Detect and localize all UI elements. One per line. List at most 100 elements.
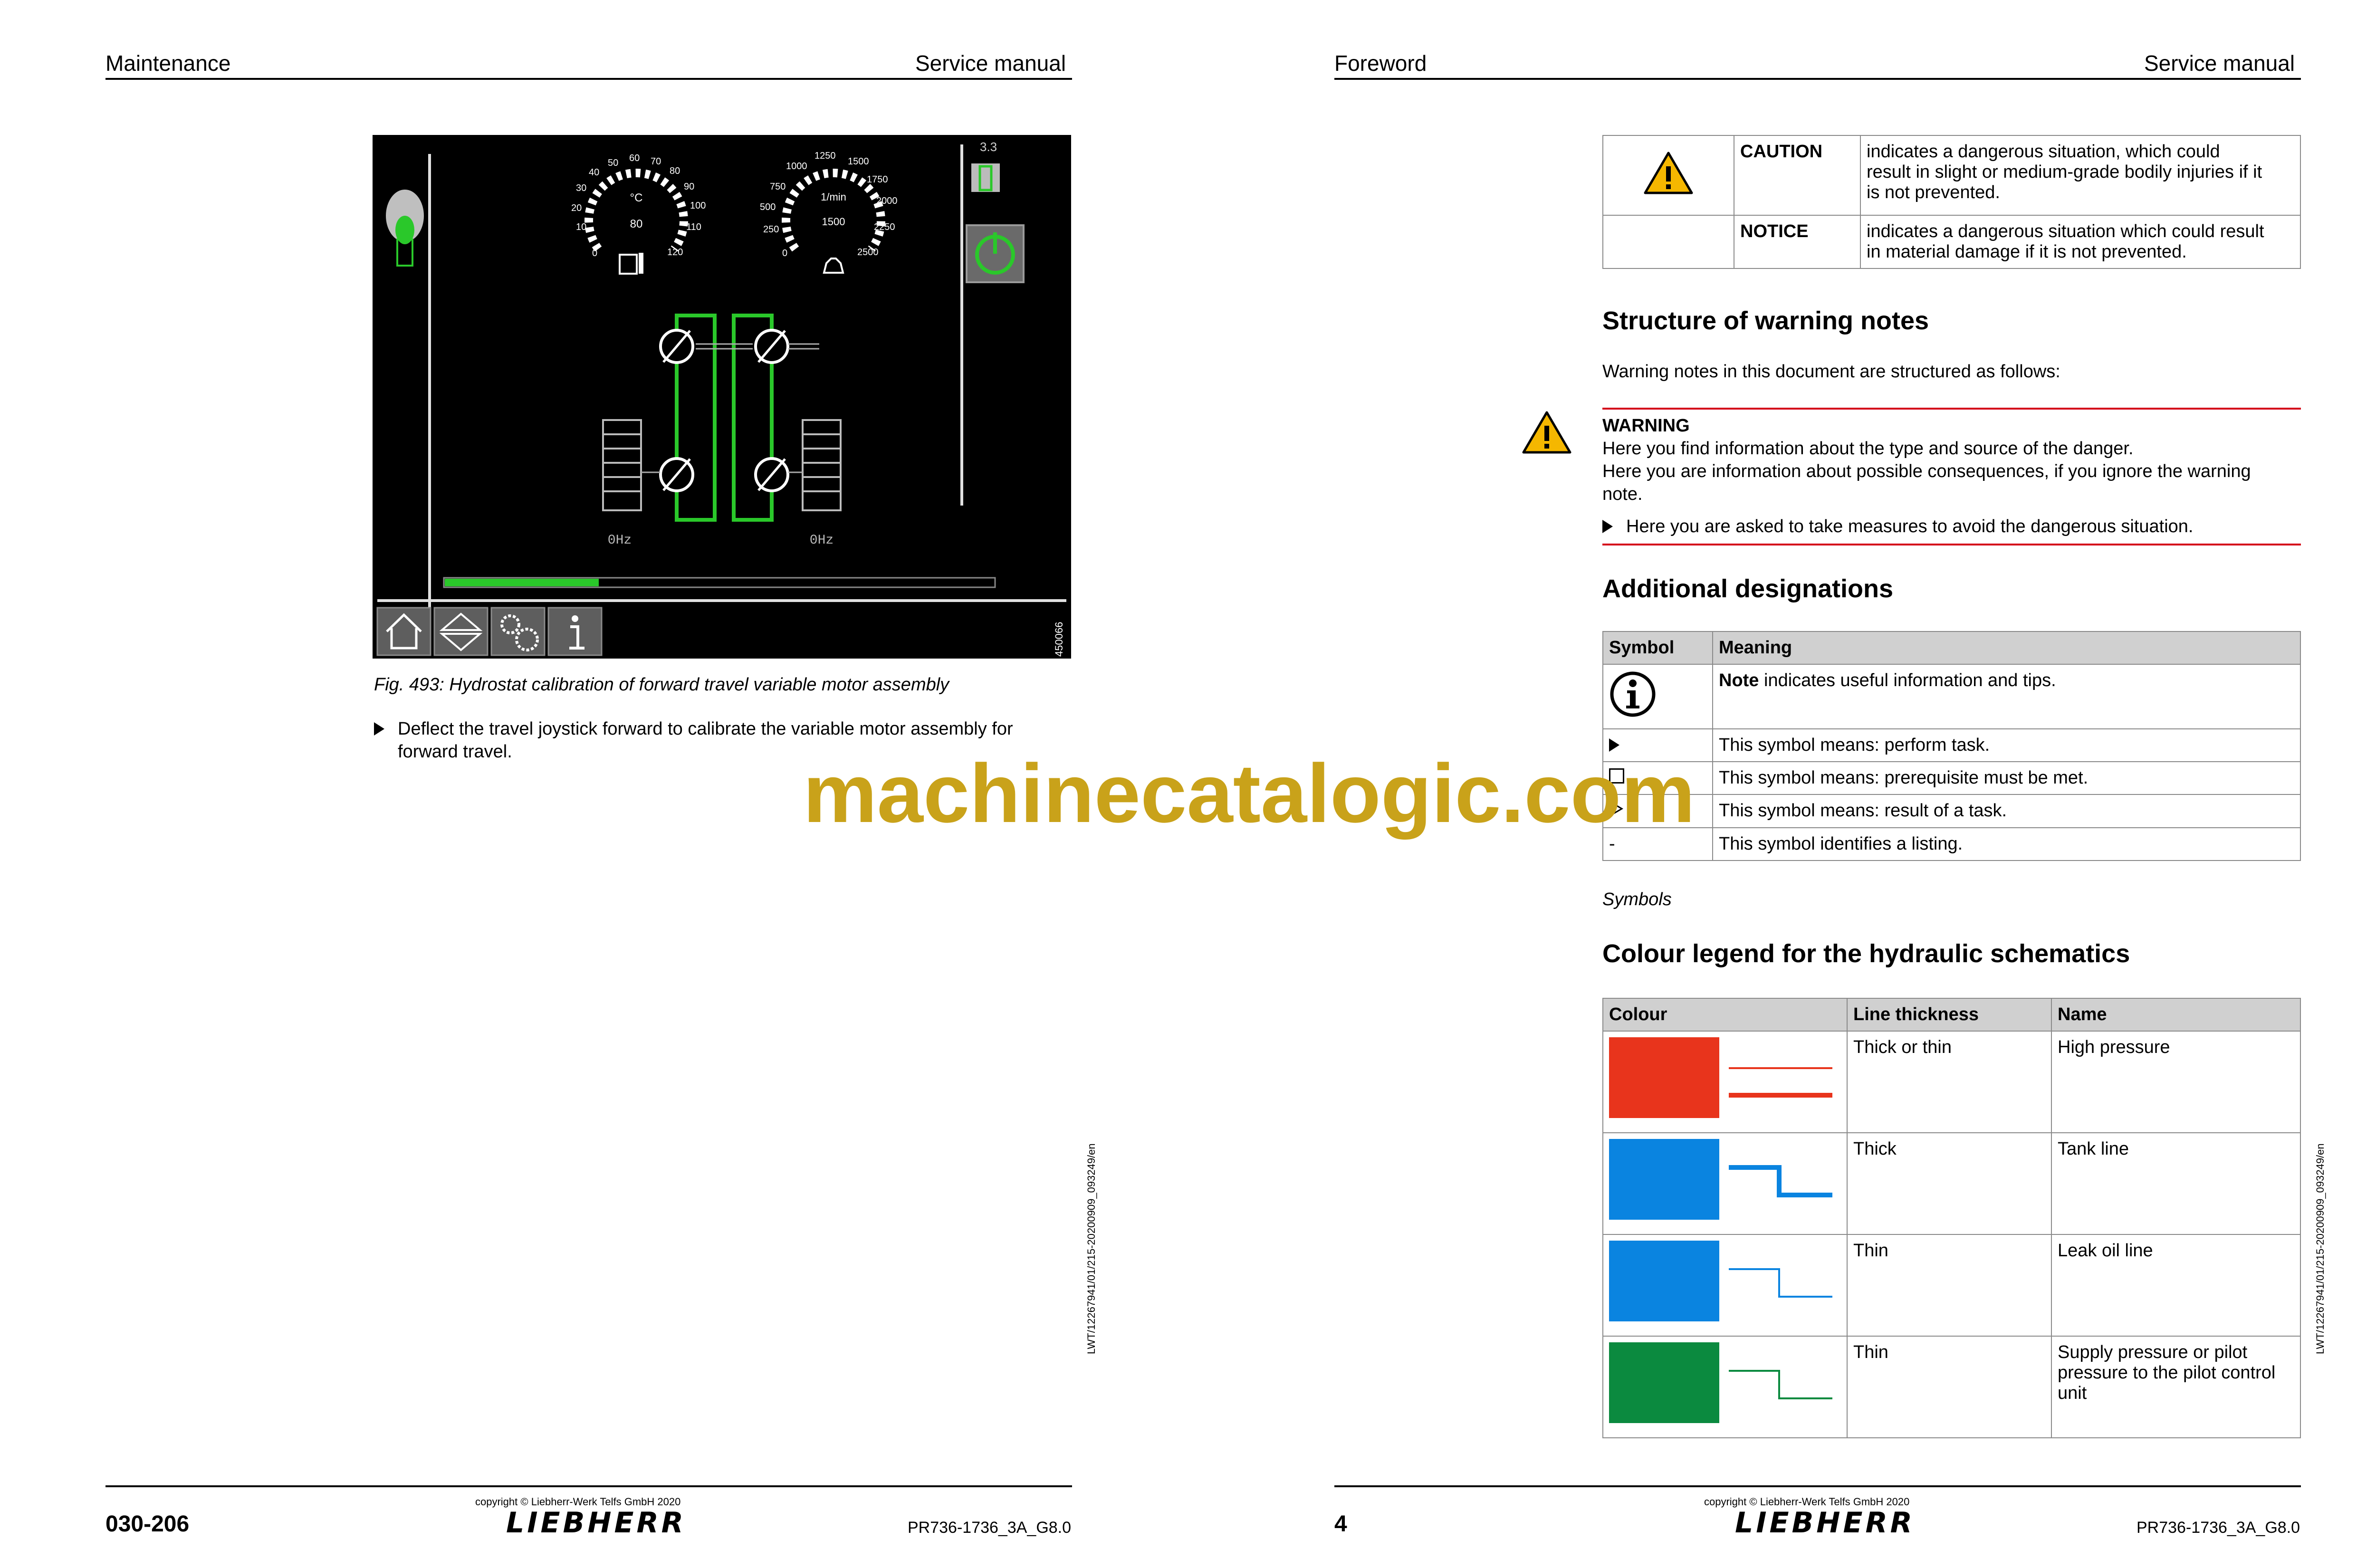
temp-tick-label: 20 xyxy=(571,203,582,213)
left-header-rule xyxy=(105,78,1072,80)
temperature-gauge: °C 80 0 10 20 30 40 50 60 70 80 90 100 1… xyxy=(571,153,706,275)
notice-meaning: indicates a dangerous situation which co… xyxy=(1860,215,2301,269)
left-doc-id: PR736-1736_3A_G8.0 xyxy=(908,1519,1072,1537)
left-track-icon xyxy=(602,419,660,511)
colour-cell xyxy=(1602,1336,1848,1438)
table-row: Thick or thin High pressure xyxy=(1602,1031,2301,1133)
perform-task-icon xyxy=(1609,738,1619,752)
temp-tick-label: 100 xyxy=(690,201,706,211)
symbol-cell xyxy=(1602,761,1713,795)
table-row: Note indicates useful information and ti… xyxy=(1602,664,2301,729)
power-button[interactable] xyxy=(966,224,1025,283)
rpm-tick-label: 1000 xyxy=(786,161,807,172)
warning-action: Here you are asked to take measures to a… xyxy=(1602,515,2251,538)
meaning-cell: Note indicates useful information and ti… xyxy=(1712,664,2301,729)
temp-tick-label: 70 xyxy=(651,156,661,167)
right-doc-id: PR736-1736_3A_G8.0 xyxy=(2136,1519,2300,1537)
name-line: Supply pressure or pilot xyxy=(2058,1342,2248,1362)
colour-cell xyxy=(1602,1031,1848,1133)
warning-title: WARNING xyxy=(1602,416,1690,436)
left-side-doc-id: LWT/12267941/01/215-20200909_093249/en xyxy=(1085,1143,1097,1354)
perform-task-bullet-icon xyxy=(1602,520,1613,533)
settings-button[interactable] xyxy=(490,607,546,656)
caution-meaning: indicates a dangerous situation, which c… xyxy=(1860,135,2301,216)
caution-meaning-line: indicates a dangerous situation, which c… xyxy=(1867,142,2220,162)
notice-word: NOTICE xyxy=(1734,215,1861,269)
left-liebherr-logo: LIEBHERR xyxy=(506,1506,686,1539)
rpm-tick-label: 750 xyxy=(770,182,786,192)
warning-action-text: Here you are asked to take measures to a… xyxy=(1626,516,2194,536)
joystick-icon xyxy=(386,190,424,267)
temp-center-value: 80 xyxy=(630,218,643,230)
rpm-tick-label: 2500 xyxy=(857,247,879,258)
rpm-tick-label: 2250 xyxy=(874,222,895,232)
symbol-cell xyxy=(1602,794,1713,828)
left-header-manual: Service manual xyxy=(915,51,1066,76)
temp-tick-label: 120 xyxy=(667,247,683,258)
warning-line: Here you find information about the type… xyxy=(1602,439,2134,459)
instruction-step: Deflect the travel joystick forward to c… xyxy=(374,717,1013,763)
caution-symbol-cell xyxy=(1602,135,1734,216)
right-side-doc-id: LWT/12267941/01/215-20200909_093249/en xyxy=(2314,1143,2326,1354)
display-svg: °C 80 0 10 20 30 40 50 60 70 80 90 100 1… xyxy=(376,140,1066,657)
symbol-cell xyxy=(1602,664,1713,729)
colour-cell xyxy=(1602,1234,1848,1337)
table-row: Thick Tank line xyxy=(1602,1132,2301,1235)
leak-oil-swatch xyxy=(1609,1241,1832,1321)
caution-meaning-line: is not prevented. xyxy=(1867,182,2000,202)
symbol-cell xyxy=(1602,728,1713,762)
name-cell: Tank line xyxy=(2051,1132,2301,1235)
rpm-tick-label: 1750 xyxy=(867,174,888,185)
table-row: Thin Leak oil line xyxy=(1602,1234,2301,1337)
thickness-cell: Thick xyxy=(1847,1132,2052,1235)
info-note-icon xyxy=(1610,671,1656,717)
table-row: NOTICE indicates a dangerous situation w… xyxy=(1602,215,2301,269)
left-page-number: 030-206 xyxy=(105,1511,190,1537)
temp-unit: °C xyxy=(630,191,643,204)
colour-legend-heading: Colour legend for the hydraulic schemati… xyxy=(1602,939,2130,968)
home-button[interactable] xyxy=(376,607,431,656)
info-button[interactable] xyxy=(547,607,603,656)
meaning-cell: This symbol means: result of a task. xyxy=(1712,794,2301,828)
left-motor-frequency: 0Hz xyxy=(608,533,632,548)
name-cell: Supply pressure or pilot pressure to the… xyxy=(2051,1336,2301,1438)
table-row: This symbol means: perform task. xyxy=(1602,728,2301,762)
caution-word: CAUTION xyxy=(1734,135,1861,216)
coolant-temp-icon xyxy=(619,254,638,275)
temp-tick-label: 60 xyxy=(629,153,640,163)
right-track-icon xyxy=(788,419,842,511)
meaning-cell: This symbol means: perform task. xyxy=(1712,728,2301,762)
warning-line: note. xyxy=(1602,484,1643,504)
notice-meaning-line: in material damage if it is not prevente… xyxy=(1867,242,2187,262)
table-row: - This symbol identifies a listing. xyxy=(1602,827,2301,861)
notice-symbol-cell xyxy=(1602,215,1734,269)
thickness-cell: Thick or thin xyxy=(1847,1031,2052,1133)
tank-line-swatch xyxy=(1609,1139,1832,1220)
high-pressure-swatch xyxy=(1609,1037,1832,1118)
temp-tick-label: 90 xyxy=(684,182,694,192)
caution-meaning-line: result in slight or medium-grade bodily … xyxy=(1867,162,2262,182)
machine-display-screenshot: °C 80 0 10 20 30 40 50 60 70 80 90 100 1… xyxy=(373,135,1071,659)
right-copyright: copyright © Liebherr-Werk Telfs GmbH 202… xyxy=(1704,1496,1910,1508)
temp-tick-label: 80 xyxy=(670,166,680,176)
rpm-gauge: 1/min 1500 0 250 500 750 1000 1250 1500 … xyxy=(760,151,898,274)
meaning-cell: This symbol means: prerequisite must be … xyxy=(1712,761,2301,795)
instruction-line-2: forward travel. xyxy=(398,742,512,762)
table-row: This symbol means: result of a task. xyxy=(1602,794,2301,828)
symbol-cell: - xyxy=(1602,827,1713,861)
pilot-pressure-swatch xyxy=(1609,1342,1832,1423)
temp-tick-label: 110 xyxy=(686,222,701,232)
table-header-row: Colour Line thickness Name xyxy=(1602,998,2301,1032)
warning-triangle-icon xyxy=(1522,411,1571,454)
result-triangle-icon xyxy=(1610,801,1623,817)
name-line: unit xyxy=(2058,1383,2087,1403)
meaning-text: indicates useful information and tips. xyxy=(1759,670,2056,690)
adjust-button[interactable] xyxy=(433,607,489,656)
structure-intro: Warning notes in this document are struc… xyxy=(1602,362,2060,382)
temp-tick-label: 30 xyxy=(576,183,586,193)
colour-cell xyxy=(1602,1132,1848,1235)
warning-top-rule xyxy=(1602,408,2301,410)
temp-tick-label: 40 xyxy=(589,167,599,178)
notice-meaning-line: indicates a dangerous situation which co… xyxy=(1867,221,2264,241)
designations-table: Symbol Meaning Note indicates useful inf… xyxy=(1602,631,2301,861)
